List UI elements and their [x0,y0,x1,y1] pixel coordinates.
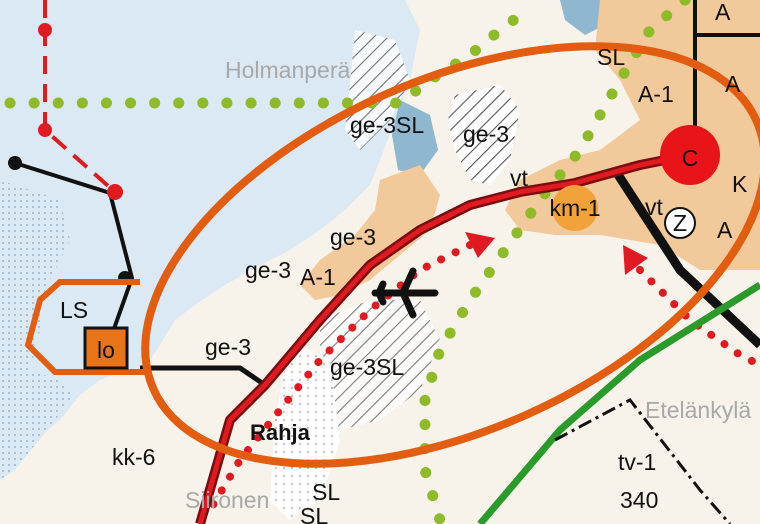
label-ge3sl-top: ge-3SL [350,112,424,138]
green-route-south [419,0,691,524]
direction-arrow-icon [623,245,648,275]
direction-arrow-icon [465,232,495,258]
label-ge3-road: ge-3 [205,334,251,360]
power-line-road [140,365,267,388]
label-k-big: K [732,171,748,197]
center-marker: C [660,125,720,185]
center-marker-label: C [682,145,699,171]
label-vt-1: vt [510,165,529,191]
place-name-siironen: Siironen [185,487,269,513]
dash-dot-boundary [554,398,732,524]
green-boundary-line [477,282,760,524]
hatched-area-ge3-top [448,85,520,185]
km-marker-label: km-1 [549,195,600,221]
z-marker: Z [664,207,696,239]
route-node [107,184,123,200]
airplane-icon [371,267,439,319]
label-tv1-number: 340 [620,487,658,513]
hatched-area-sl-top [345,30,410,150]
lo-marker-label: lo [97,337,115,363]
label-sl-bottom: SL [312,479,340,505]
label-ge3-left: ge-3 [245,257,291,283]
place-name-holmanpera: Holmanperä [225,57,350,83]
label-a-right: A [725,71,741,97]
label-sl-top: SL [597,44,625,70]
label-vt-2: vt [645,194,664,220]
label-ge3sl-low: ge-3SL [330,354,404,380]
label-ls: LS [60,297,88,323]
harbour-zone-outline [24,279,150,375]
label-a1-top: A-1 [638,81,674,107]
red-dotted-route-south [206,241,474,514]
dotted-area-rahja [270,340,340,520]
sea-area [0,180,75,480]
label-a-top: A [715,0,731,25]
route-node [38,123,52,137]
km-marker: km-1 [549,185,601,231]
lo-marker: lo [83,326,129,370]
red-dotted-route-east [636,266,760,369]
label-kk6: kk-6 [112,444,155,470]
route-node [38,23,52,37]
residential-zone-mid [300,165,440,300]
lake [392,100,438,175]
power-line-north [693,0,760,150]
label-a1-mid: A-1 [300,264,336,290]
label-ge3-mid: ge-3 [330,224,376,250]
label-tv1: tv-1 [618,449,656,475]
power-node [8,156,22,170]
label-a-mid: A [717,217,733,243]
label-ge3-top: ge-3 [463,121,509,147]
power-line-east [611,167,760,349]
label-sl-bottom2: SL [300,503,328,524]
hatched-area-sl-low [320,300,440,430]
z-marker-label: Z [673,210,687,236]
lake-top [560,0,605,35]
place-name-rahja: Rahja [250,420,311,445]
place-name-etelankyla: Etelänkylä [645,397,751,423]
main-road-inner [197,152,691,524]
airport-zone-outline [141,42,760,468]
